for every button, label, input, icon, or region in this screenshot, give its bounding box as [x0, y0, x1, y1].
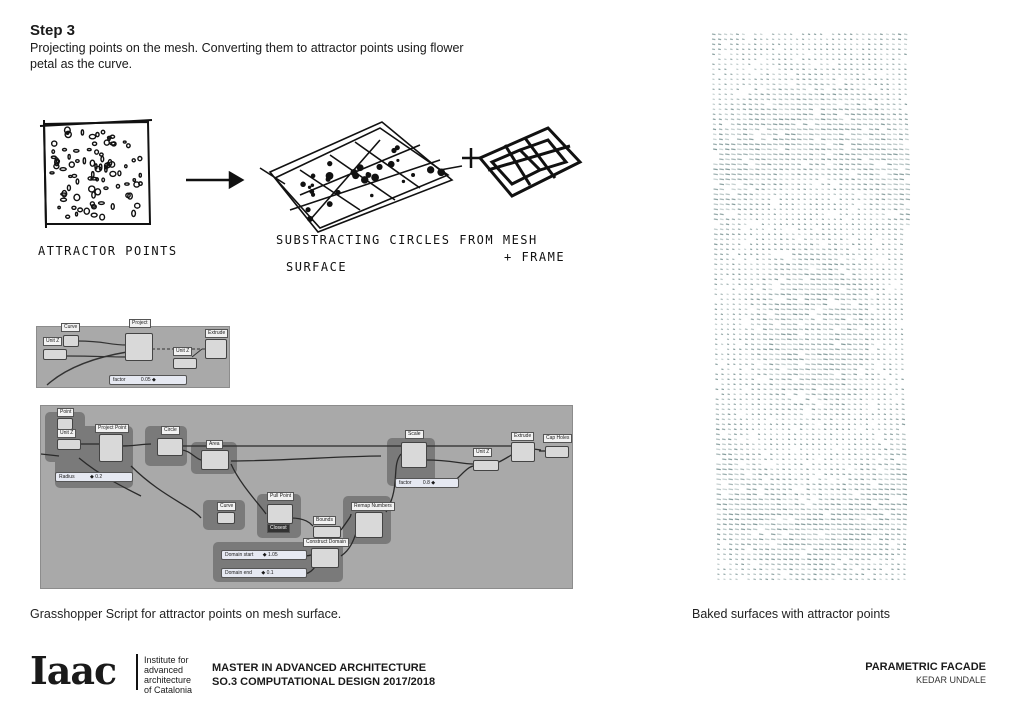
gh-bounds-label: Bounds — [313, 516, 336, 525]
gh-unit-z-b: Unit Z — [173, 347, 193, 356]
label-subtracting: SUBSTRACTING CIRCLES FROM MESH — [276, 233, 538, 247]
gh-domain-end-slider[interactable]: Domain end ◆ 0.1 — [221, 568, 307, 578]
author-name: KEDAR UNDALE — [915, 675, 986, 685]
gh-extrude-label: Extrude — [205, 329, 229, 338]
gh-project-point-label: Project Point — [95, 424, 130, 433]
gh-extrude-label: Extrude — [511, 432, 535, 441]
sketch-drawings — [39, 119, 583, 233]
gh-point-label: Point — [57, 408, 75, 417]
gh-factor-label: factor — [113, 377, 126, 383]
gh-radius-label: Radius — [59, 474, 75, 480]
gh-cap-holes-label: Cap Holes — [543, 434, 573, 443]
gh-curve-b-label: Curve — [217, 502, 237, 511]
plus-icon — [462, 148, 480, 168]
program-info: MASTER IN ADVANCED ARCHITECTURE SO.3 COM… — [212, 662, 436, 688]
gh-factor-slider-b[interactable]: factor 0.8 ◆ — [395, 478, 459, 488]
gh-radius-slider[interactable]: Radius ◆ 0.2 — [55, 472, 133, 482]
step-title: Step 3 — [30, 22, 76, 39]
gh-factor-b-label: factor — [399, 480, 412, 486]
label-attractor-points: ATTRACTOR POINTS — [38, 244, 178, 258]
gh-domain-start-slider[interactable]: Domain start ◆ 1.05 — [221, 550, 307, 560]
gh-bounds-component[interactable] — [313, 526, 341, 538]
gh-factor-slider[interactable]: factor 0.05 ◆ — [109, 375, 187, 385]
logo-divider — [136, 654, 138, 690]
gh-unit-z-a: Unit Z — [43, 337, 63, 346]
gh-cap-holes-component[interactable] — [545, 446, 569, 458]
grasshopper-bottom-panel: Point Unit Z Project Point Radius ◆ 0.2 … — [40, 405, 573, 589]
gh-pull-point-label: Pull Point — [267, 492, 295, 501]
gh-curve-label: Curve — [61, 323, 81, 332]
gh-closest-label: Closest — [267, 524, 290, 533]
gh-remap-label: Remap Numbers — [351, 502, 395, 511]
frame-sketch — [477, 126, 583, 198]
gh-domain-start-label: Domain start — [225, 552, 254, 558]
mesh-sketch — [259, 121, 463, 233]
gh-area-label: Area — [206, 440, 223, 449]
gh-factor-value: 0.05 ◆ — [140, 377, 156, 383]
gh-remap-component[interactable] — [355, 512, 383, 538]
arrow-icon — [186, 170, 245, 190]
gh-project-label: Project — [129, 319, 151, 328]
gh-construct-domain-label: Construct Domain — [303, 538, 350, 547]
grasshopper-top-panel: Curve Project Extrude Unit Z Unit Z fact… — [36, 319, 230, 388]
gh-construct-domain-component[interactable] — [311, 548, 339, 568]
gh-project-point-component[interactable] — [99, 434, 123, 462]
gh-unit-z2-component[interactable] — [473, 460, 499, 471]
gh-scale-label: Scale — [405, 430, 424, 439]
iaac-logo: Iaac — [30, 648, 117, 693]
gh-vector-b[interactable] — [173, 358, 197, 369]
gh-curve-component[interactable] — [63, 335, 79, 347]
gh-extrude-component[interactable] — [205, 339, 227, 359]
gh-curve-b-component[interactable] — [217, 512, 235, 524]
gh-unit-z-label: Unit Z — [57, 429, 77, 438]
attractor-points-sketch — [39, 119, 153, 229]
gh-area-component[interactable] — [201, 450, 229, 470]
step-description: Projecting points on the mesh. Convertin… — [30, 41, 464, 71]
label-frame: + FRAME — [504, 250, 566, 264]
gh-domain-start-value: ◆ 1.05 — [262, 552, 278, 558]
project-title: PARAMETRIC FACADE — [865, 661, 986, 673]
label-surface: SURFACE — [286, 260, 348, 274]
baked-caption: Baked surfaces with attractor points — [692, 607, 891, 621]
gh-factor-b-value: 0.8 ◆ — [422, 480, 436, 486]
gh-domain-end-label: Domain end — [225, 570, 252, 576]
gh-unit-z-component[interactable] — [57, 439, 81, 450]
attractor-dots — [49, 126, 143, 221]
gh-extrude-component[interactable] — [511, 442, 535, 462]
institute-name: Institute for advanced architecture of C… — [144, 655, 193, 695]
baked-surface-image — [711, 33, 911, 581]
gh-project-component[interactable] — [125, 333, 153, 361]
gh-radius-value: ◆ 0.2 — [89, 474, 103, 480]
gh-pull-point-component[interactable] — [267, 504, 293, 524]
gh-unit-z2-label: Unit Z — [473, 448, 493, 457]
gh-circle-component[interactable] — [157, 438, 183, 456]
gh-domain-end-value: ◆ 0.1 — [261, 570, 274, 576]
gh-circle-label: Circle — [161, 426, 180, 435]
gh-scale-component[interactable] — [401, 442, 427, 468]
script-caption: Grasshopper Script for attractor points … — [30, 607, 342, 621]
gh-vector-a[interactable] — [43, 349, 67, 360]
